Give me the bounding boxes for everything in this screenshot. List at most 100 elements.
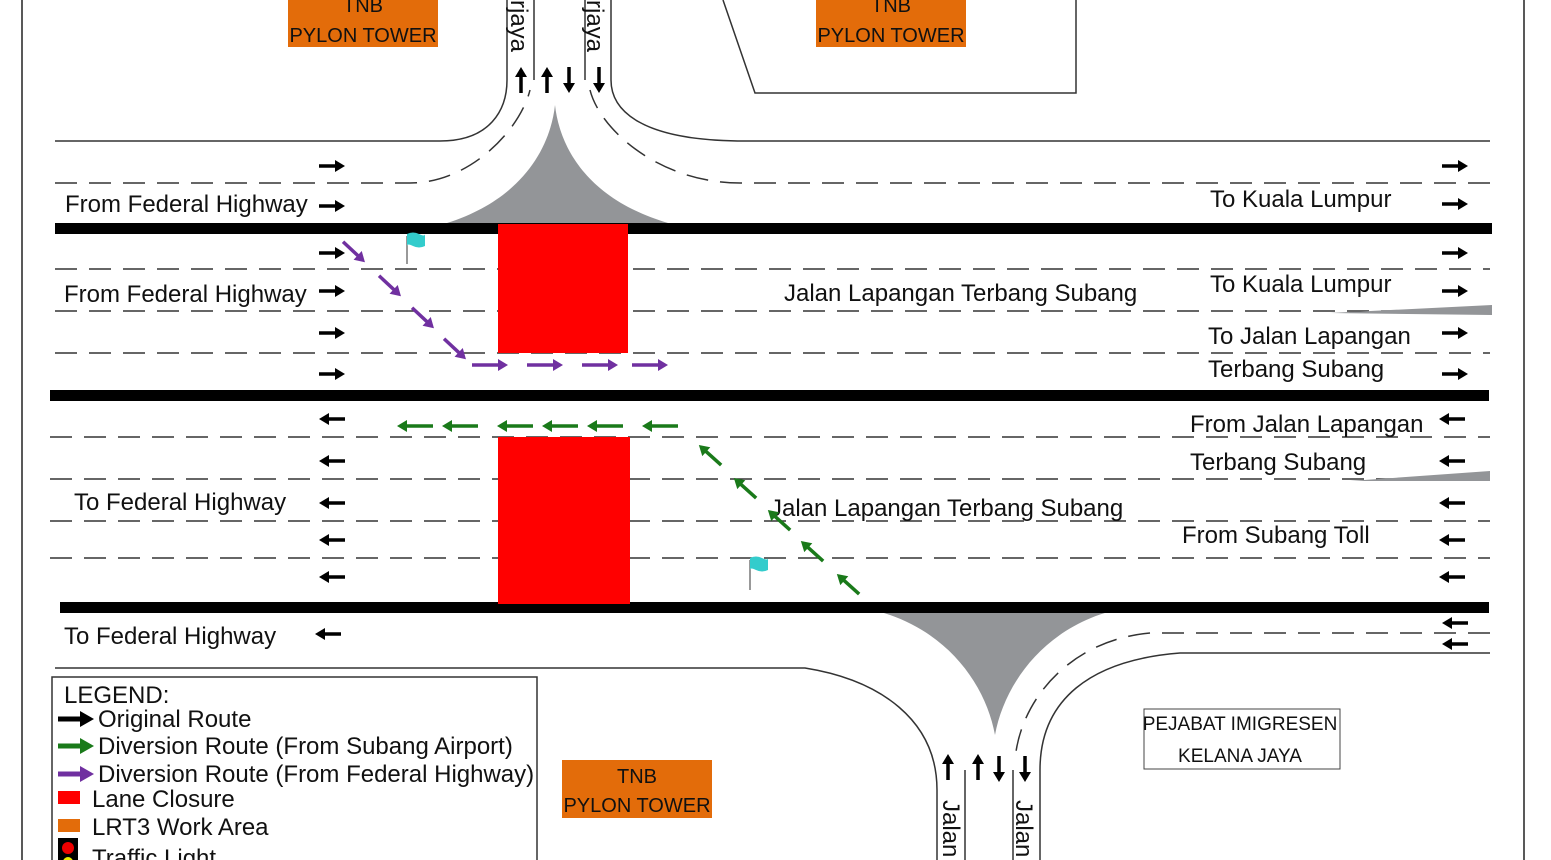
label-to-kl-2: To Kuala Lumpur xyxy=(1210,271,1391,298)
taper-wedge xyxy=(1350,471,1490,481)
diversion-arrow-federal xyxy=(472,359,508,371)
arrow-icon xyxy=(319,160,345,172)
diversion-arrow-subang xyxy=(698,444,723,467)
label-to-federal-2: To Federal Highway xyxy=(64,623,276,650)
arrow-icon xyxy=(1442,368,1468,380)
arrow-icon xyxy=(1442,247,1468,259)
diversion-arrow-subang xyxy=(800,540,825,563)
arrow-icon xyxy=(319,571,345,583)
arrow-icon xyxy=(563,67,575,93)
arrow-icon xyxy=(319,327,345,339)
road-edges xyxy=(55,0,1490,860)
label-to-federal-1: To Federal Highway xyxy=(74,489,286,516)
arrow-icon xyxy=(315,628,341,640)
arrow-icon xyxy=(1439,571,1465,583)
diversion-arrow-subang xyxy=(767,509,792,532)
pylon-tower-box: TNB PYLON TOWER xyxy=(562,760,712,818)
arrow-icon xyxy=(942,754,954,780)
arrow-icon xyxy=(1442,617,1468,629)
label-from-federal-1: From Federal Highway xyxy=(65,191,308,218)
lane-closure-eastbound xyxy=(498,224,628,353)
legend-item: LRT3 Work Area xyxy=(58,814,269,841)
arrow-icon xyxy=(319,497,345,509)
label-to-jalan-1: To Jalan Lapangan xyxy=(1208,323,1411,350)
legend-arrow-icon xyxy=(58,738,94,754)
arrow-icon xyxy=(972,754,984,780)
lane-dashes xyxy=(50,89,1490,761)
arrow-icon xyxy=(1439,534,1465,546)
diversion-arrow-subang xyxy=(733,477,758,500)
diversion-arrow-subang xyxy=(397,420,433,432)
arrow-icon xyxy=(541,67,553,93)
diversion-arrow-federal xyxy=(341,240,365,263)
traffic-light-icon xyxy=(58,838,78,860)
label-from-jalan-1: From Jalan Lapangan xyxy=(1190,411,1423,438)
svg-text:PYLON TOWER: PYLON TOWER xyxy=(563,795,710,817)
arrow-icon xyxy=(593,67,605,93)
legend-label: Traffic Light xyxy=(92,845,216,860)
pylon-tower-box: TNB PYLON TOWER xyxy=(816,0,966,47)
imigresen-building-box: PEJABAT IMIGRESEN KELANA JAYA xyxy=(1143,708,1341,770)
diversion-arrow-subang xyxy=(587,420,623,432)
arrow-icon xyxy=(1442,327,1468,339)
median-top xyxy=(55,223,1492,234)
legend-swatch xyxy=(58,791,80,804)
diversion-arrow-federal xyxy=(377,274,401,297)
legend-swatch xyxy=(58,819,80,832)
label-from-federal-2: From Federal Highway xyxy=(64,281,307,308)
flag-icon xyxy=(406,232,425,264)
legend-arrow-icon xyxy=(58,711,94,727)
arrow-icon xyxy=(1442,285,1468,297)
arrow-icon xyxy=(319,285,345,297)
label-from-jalan-2: Terbang Subang xyxy=(1190,449,1366,476)
diversion-arrow-federal xyxy=(582,359,618,371)
diversion-arrow-subang xyxy=(497,420,533,432)
legend-label: LRT3 Work Area xyxy=(92,814,269,841)
label-road-name-west: Jalan Lapangan Terbang Subang xyxy=(770,495,1123,522)
arrow-icon xyxy=(1439,413,1465,425)
legend-title: LEGEND: xyxy=(64,682,169,709)
arrow-icon xyxy=(319,534,345,546)
arrow-icon xyxy=(1442,638,1468,650)
legend-label: Lane Closure xyxy=(92,786,235,813)
svg-text:PYLON TOWER: PYLON TOWER xyxy=(289,25,436,47)
arrow-icon xyxy=(1439,497,1465,509)
building-outline xyxy=(722,0,1077,94)
arrow-icon xyxy=(319,247,345,259)
legend-item: Lane Closure xyxy=(58,786,235,813)
legend-item: Traffic Light xyxy=(58,838,216,860)
legend-label: Diversion Route (From Federal Highway) xyxy=(98,761,534,788)
svg-text:KELANA JAYA: KELANA JAYA xyxy=(1178,746,1302,767)
traffic-island-bottom xyxy=(858,607,1130,735)
svg-text:PYLON TOWER: PYLON TOWER xyxy=(817,25,964,47)
flag-icon xyxy=(749,556,768,590)
median-center xyxy=(50,390,1489,401)
label-to-jalan-2: Terbang Subang xyxy=(1208,356,1384,383)
lane-closure-westbound xyxy=(498,437,630,604)
legend-arrow-icon xyxy=(58,766,94,782)
label-road-name-east: Jalan Lapangan Terbang Subang xyxy=(784,280,1137,307)
legend-label: Diversion Route (From Subang Airport) xyxy=(98,733,513,760)
legend-item: Diversion Route (From Subang Airport) xyxy=(58,733,513,760)
traffic-island-top xyxy=(447,105,668,223)
diversion-arrow-federal xyxy=(442,337,466,360)
arrow-icon xyxy=(1442,160,1468,172)
label-top-road-left: rjaya xyxy=(505,0,532,53)
diversion-arrow-federal xyxy=(410,306,434,329)
diversion-arrow-federal xyxy=(527,359,563,371)
diversion-arrow-subang xyxy=(642,420,678,432)
route-arrows xyxy=(315,67,1468,782)
page-border xyxy=(21,0,1525,860)
median-bottom xyxy=(60,602,1489,613)
label-bottom-road-right: Jalan xyxy=(1010,800,1037,857)
legend-label: Original Route xyxy=(98,706,251,733)
svg-text:TNB: TNB xyxy=(617,766,657,788)
taper-wedge xyxy=(1330,305,1492,315)
arrow-icon xyxy=(1439,455,1465,467)
arrow-icon xyxy=(515,67,527,93)
label-top-road-right: rjaya xyxy=(581,0,608,53)
diversion-arrow-subang xyxy=(442,420,478,432)
arrow-icon xyxy=(319,413,345,425)
